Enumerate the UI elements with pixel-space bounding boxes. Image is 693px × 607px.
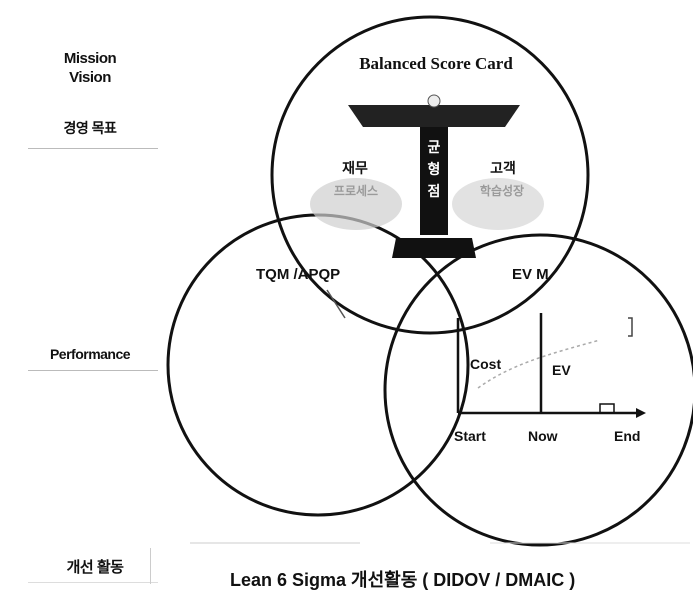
- scale-beam: [348, 105, 520, 127]
- bsc-title: Balanced Score Card: [336, 54, 536, 74]
- evm-cost-label: Cost: [470, 356, 501, 372]
- evm-x-arrow: [636, 408, 646, 418]
- bracket-mark: [628, 318, 632, 336]
- evm-end-label: End: [614, 428, 640, 444]
- tqm-circle: [168, 215, 468, 515]
- tqm-title: TQM /APQP: [256, 266, 376, 283]
- scale-base: [392, 238, 476, 258]
- finance-label: 재무: [330, 158, 380, 178]
- evm-start-label: Start: [454, 428, 486, 444]
- customer-sub-label: 학습성장: [464, 182, 540, 199]
- finance-sub-label: 프로세스: [318, 182, 394, 199]
- evm-ev-label: EV: [552, 362, 571, 378]
- balance-center-label: 균형점: [424, 136, 444, 202]
- scale-pivot: [428, 95, 440, 107]
- evm-title: EV M: [512, 266, 592, 283]
- footer-title: Lean 6 Sigma 개선활동 ( DIDOV / DMAIC ): [230, 566, 670, 592]
- evm-now-label: Now: [528, 428, 558, 444]
- customer-label: 고객: [478, 158, 528, 178]
- evm-end-marker: [600, 404, 614, 413]
- connector-line: [327, 290, 345, 318]
